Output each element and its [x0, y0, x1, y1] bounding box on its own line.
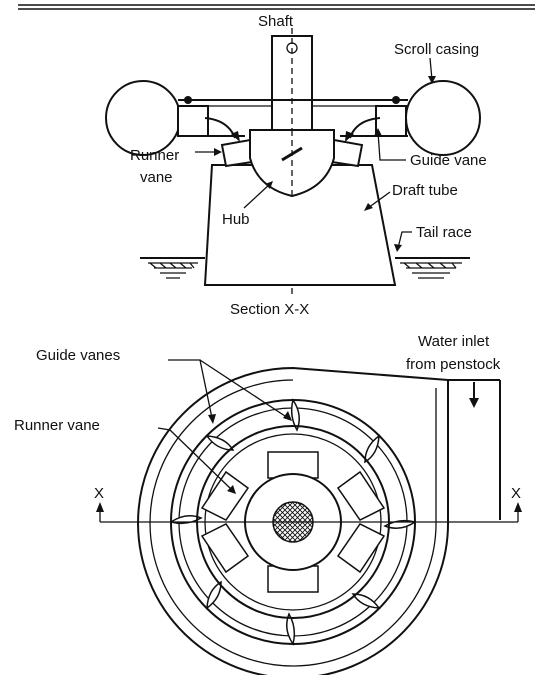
guide-vane: [351, 593, 381, 609]
spiral-casing-inner: [149, 379, 437, 667]
leader-runner-vane-plan: [157, 427, 236, 494]
section-mark-right-arrow: [514, 502, 522, 512]
runner-blade: [200, 523, 250, 574]
leader-guide-vanes: [168, 359, 292, 424]
scroll-casing-right: [405, 80, 481, 156]
ground-hatch-right: [400, 262, 462, 279]
label-shaft: Shaft: [258, 13, 294, 30]
section-view: [105, 28, 481, 298]
label-runner-vane-line1: Runner: [130, 147, 179, 164]
label-runner-vane-line2: vane: [140, 169, 173, 186]
runner-blades: [200, 451, 386, 593]
label-runner-vane-plan: Runner vane: [14, 417, 100, 434]
leader-runner-vane-top: [195, 148, 222, 156]
guide-passage-right: [375, 105, 407, 137]
label-section-x-x: Section X-X: [230, 301, 309, 318]
leader-tail-race: [394, 231, 412, 252]
flow-arrowhead-left: [231, 131, 240, 142]
label-section-mark-left: X: [94, 485, 104, 502]
leader-hub: [243, 181, 273, 209]
guide-passage-left: [177, 105, 209, 137]
labels: Shaft Scroll casing Runner vane Guide va…: [14, 13, 521, 502]
runner-vane-left: [220, 138, 254, 168]
inlet-flow-arrowhead: [469, 398, 479, 408]
bearing-left: [184, 96, 192, 104]
spiral-casing-outer: [137, 366, 450, 679]
scroll-casing-left: [105, 80, 181, 156]
plan-view: [96, 359, 522, 679]
runner-blade: [336, 470, 386, 521]
guide-vane: [290, 398, 300, 432]
guide-vane: [205, 435, 235, 451]
runner-blade: [336, 523, 386, 574]
runner-vane-right: [330, 138, 364, 168]
label-section-mark-right: X: [511, 485, 521, 502]
leader-draft-tube: [364, 191, 391, 211]
label-water-inlet-line1: Water inlet: [418, 333, 490, 350]
label-guide-vanes: Guide vanes: [36, 347, 120, 364]
label-scroll-casing: Scroll casing: [394, 41, 479, 58]
flow-arrowhead-right: [345, 131, 354, 142]
leader-scroll-casing: [428, 57, 436, 84]
section-mark-left-arrow: [96, 502, 104, 512]
label-water-inlet-line2: from penstock: [406, 356, 501, 373]
ground-hatch-left: [148, 262, 198, 279]
label-draft-tube: Draft tube: [392, 182, 458, 199]
guide-vane: [286, 612, 296, 646]
guide-vane: [206, 580, 222, 610]
bearing-right: [392, 96, 400, 104]
runner-blade: [200, 470, 250, 521]
label-hub: Hub: [222, 211, 250, 228]
leader-guide-vane: [374, 128, 406, 161]
label-tail-race: Tail race: [416, 224, 472, 241]
label-guide-vane: Guide vane: [410, 152, 487, 169]
guide-vane: [364, 434, 380, 464]
